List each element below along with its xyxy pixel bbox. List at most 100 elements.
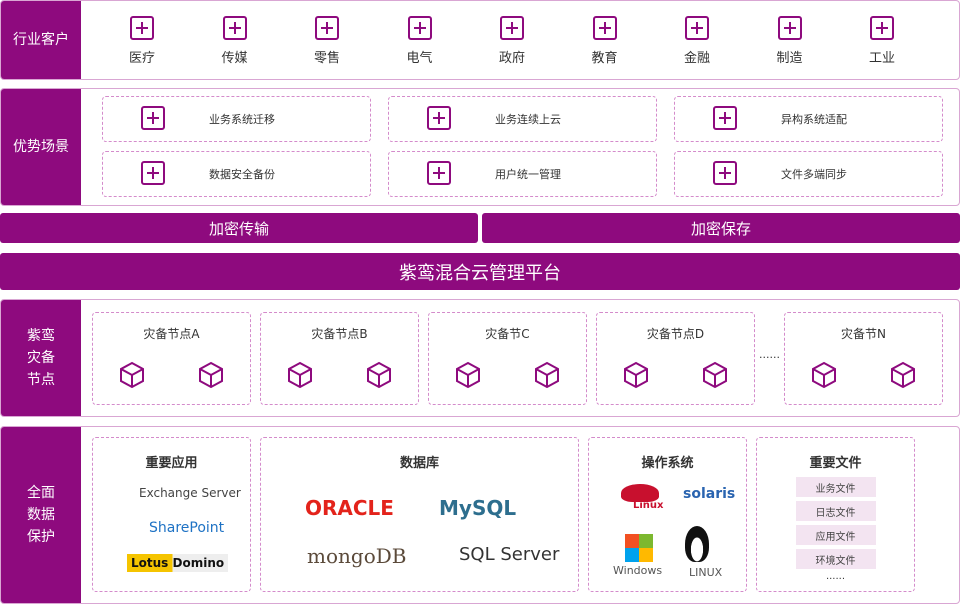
dr-node-title: 灾备节点A [143, 327, 200, 341]
dr-node: 灾备节点B [260, 312, 419, 405]
sharepoint-logo: SharePoint [149, 520, 225, 536]
industry-icon [852, 13, 912, 43]
apps-title: 重要应用 [145, 456, 198, 471]
os-box: 操作系统 Linux solaris Windows LINUX [588, 437, 747, 592]
tux-icon [685, 526, 709, 562]
exchange-logo: Exchange Server [139, 486, 241, 500]
adapter-icon [675, 103, 781, 136]
dr-node: 灾备节点A [92, 312, 251, 405]
server-cube-icon [621, 360, 651, 394]
server-cube-icon [196, 360, 226, 394]
mysql-logo: MySQL [439, 496, 517, 520]
retail-icon [297, 13, 357, 43]
dr-row: 紫鸾 灾备 节点 [0, 299, 960, 417]
server-cube-icon [285, 360, 315, 394]
industry-item-label: 医疗 [128, 51, 155, 66]
files-title: 重要文件 [809, 456, 862, 471]
windows-icon [625, 534, 653, 562]
dr-node-title: 灾备节点B [311, 327, 368, 341]
advantage-label: 异构系统适配 [781, 113, 847, 126]
files-box: 重要文件 业务文件 日志文件 应用文件 环境文件 ...... [756, 437, 915, 592]
industry-item-label: 金融 [683, 51, 710, 66]
redhat-icon [621, 484, 659, 502]
advantage-label: 用户统一管理 [495, 168, 561, 181]
db-box: 数据库 ORACLE MySQL mongoDB SQL Server [260, 437, 579, 592]
server-cube-icon [700, 360, 730, 394]
industry-item-government: 政府 [482, 13, 542, 66]
industry-item-finance: 金融 [667, 13, 727, 66]
sqlserver-logo: SQL Server [459, 544, 560, 565]
db-title: 数据库 [399, 456, 439, 471]
windows-logo: Windows [613, 564, 663, 577]
server-cube-icon [532, 360, 562, 394]
industry-item-label: 政府 [498, 51, 525, 66]
industry-item-label: 工业 [868, 51, 895, 66]
encrypt-transfer-bar: 加密传输 [0, 213, 478, 243]
industry-item-manufacturing: 制造 [760, 13, 820, 66]
hospital-icon [112, 13, 172, 43]
cloud-sync-icon [675, 158, 781, 191]
dr-node: 灾备节N [784, 312, 943, 405]
advantage-item: 业务系统迁移 [102, 96, 371, 142]
industry-item-label: 制造 [776, 51, 803, 66]
government-icon [482, 13, 542, 43]
industry-label: 行业客户 [1, 1, 81, 79]
server-cube-icon [809, 360, 839, 394]
advantage-item: 业务连续上云 [388, 96, 657, 142]
dr-node: 灾备节C [428, 312, 587, 405]
advantage-label: 数据安全备份 [209, 168, 275, 181]
server-cube-icon [117, 360, 147, 394]
industry-item-retail: 零售 [297, 13, 357, 66]
finance-icon [667, 13, 727, 43]
industry-item-hospital: 医疗 [112, 13, 172, 66]
dr-label: 紫鸾 灾备 节点 [1, 300, 81, 416]
education-icon [575, 13, 635, 43]
industry-item-industry: 工业 [852, 13, 912, 66]
industry-item-label: 零售 [313, 51, 340, 66]
dr-node-title: 灾备节C [485, 327, 530, 341]
dr-node-title: 灾备节点D [646, 327, 705, 341]
advantage-item: 数据安全备份 [102, 151, 371, 197]
advantages-row: 优势场景 [0, 88, 960, 206]
manufacturing-icon [760, 13, 820, 43]
media-icon [205, 13, 265, 43]
industry-item-label: 传媒 [221, 51, 248, 66]
file-item: 应用文件 [795, 525, 876, 545]
files-more: ...... [825, 571, 846, 582]
industry-item-media: 传媒 [205, 13, 265, 66]
redhat-logo: Linux [633, 500, 664, 511]
advantage-label: 业务系统迁移 [209, 113, 275, 126]
dr-node-title: 灾备节N [841, 327, 886, 341]
platform-bar: 紫鸾混合云管理平台 [0, 253, 960, 290]
industry-item-education: 教育 [575, 13, 635, 66]
advantage-item: 文件多端同步 [674, 151, 943, 197]
monitor-arrow-icon [103, 103, 209, 136]
os-title: 操作系统 [641, 456, 694, 471]
solaris-logo: solaris [683, 486, 736, 502]
industry-item-electric: 电气 [390, 13, 450, 66]
server-cube-icon [453, 360, 483, 394]
server-cube-icon [364, 360, 394, 394]
encrypt-store-bar: 加密保存 [482, 213, 960, 243]
cloud-upload-icon [389, 103, 495, 136]
backup-icon [103, 158, 209, 191]
dr-ellipsis: ...... [759, 348, 780, 361]
advantage-label: 文件多端同步 [781, 168, 847, 181]
apps-box: 重要应用 Exchange Server SharePoint Lotus Do… [92, 437, 251, 592]
oracle-logo: ORACLE [305, 496, 394, 520]
file-item: 环境文件 [795, 549, 876, 569]
linux-logo: LINUX [689, 566, 723, 579]
advantages-label: 优势场景 [1, 89, 81, 205]
dr-node: 灾备节点D [596, 312, 755, 405]
advantage-label: 业务连续上云 [495, 113, 561, 126]
user-gear-icon [389, 158, 495, 191]
advantage-item: 异构系统适配 [674, 96, 943, 142]
industry-row: 行业客户 医疗 传媒 零售 电气政府 教育金融 制造 工业 [0, 0, 960, 80]
file-item: 业务文件 [795, 477, 876, 497]
mongodb-logo: mongoDB [307, 544, 407, 568]
lotus-logo: Lotus Domino [127, 554, 229, 572]
advantage-item: 用户统一管理 [388, 151, 657, 197]
file-item: 日志文件 [795, 501, 876, 521]
server-cube-icon [888, 360, 918, 394]
protect-label: 全面 数据 保护 [1, 427, 81, 603]
